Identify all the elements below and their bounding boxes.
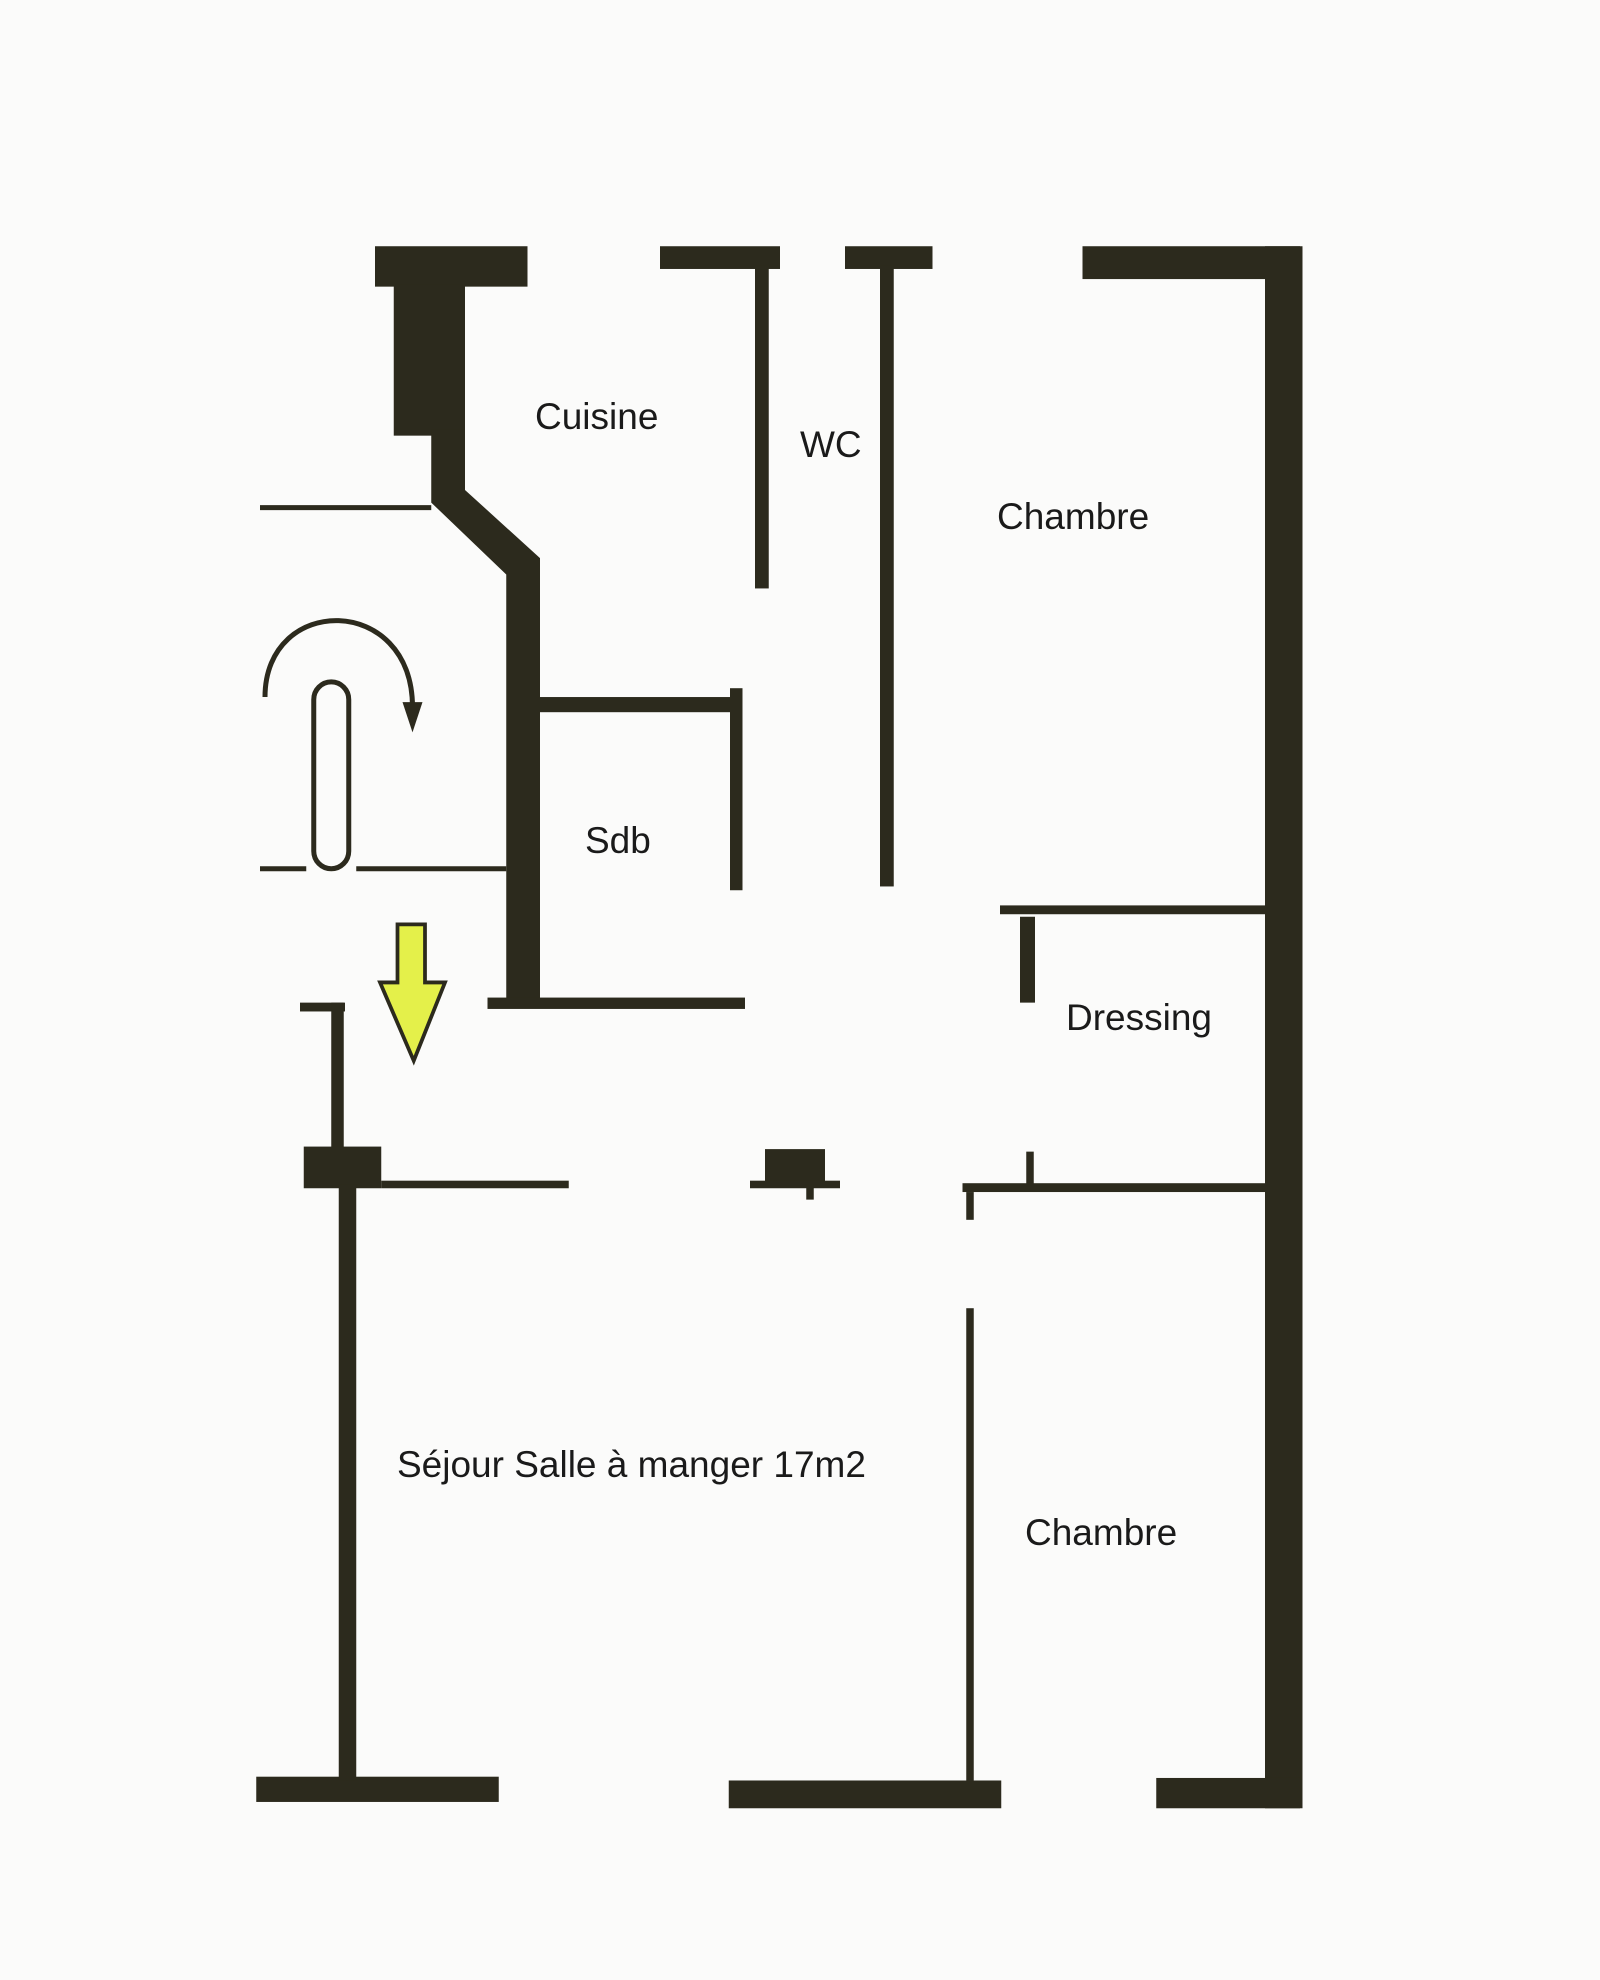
room-label-living: Séjour Salle à manger 17m2 bbox=[397, 1444, 866, 1485]
room-label-bedroom-2: Chambre bbox=[1025, 1512, 1178, 1553]
living-walls bbox=[300, 1002, 840, 1781]
stair-pill bbox=[311, 679, 352, 872]
chimney-wall bbox=[375, 246, 540, 1001]
bathroom-walls bbox=[487, 688, 745, 1009]
exterior-walls bbox=[256, 246, 1303, 1809]
kitchen-wc-walls bbox=[660, 246, 933, 887]
room-label-wc: WC bbox=[800, 424, 862, 465]
bedroom-dressing-walls bbox=[962, 905, 1265, 1781]
curved-arrow-icon bbox=[262, 618, 415, 708]
stairwell bbox=[260, 505, 507, 872]
room-label-bathroom: Sdb bbox=[585, 820, 651, 861]
room-label-bedroom-1: Chambre bbox=[997, 496, 1150, 537]
room-label-kitchen: Cuisine bbox=[535, 396, 659, 437]
entrance-arrow-icon bbox=[377, 922, 448, 1066]
room-label-dressing: Dressing bbox=[1066, 997, 1212, 1038]
